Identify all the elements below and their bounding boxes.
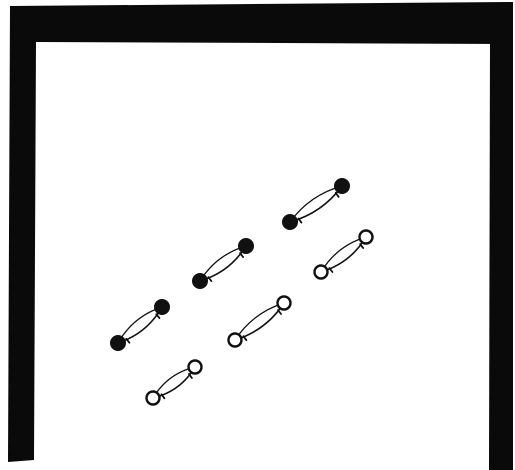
- open-dot: [278, 297, 291, 310]
- open-dot: [360, 231, 373, 244]
- filled-dot: [111, 336, 126, 351]
- filled-dot: [239, 239, 254, 254]
- open-dot: [189, 361, 202, 374]
- filled-dot: [283, 215, 298, 230]
- open-dot: [315, 266, 328, 279]
- filled-dot: [155, 300, 170, 315]
- filled-dot: [335, 179, 350, 194]
- filled-dot: [193, 274, 208, 289]
- open-dot: [229, 334, 242, 347]
- open-dot: [147, 392, 160, 405]
- frame-right-edge: [489, 40, 513, 470]
